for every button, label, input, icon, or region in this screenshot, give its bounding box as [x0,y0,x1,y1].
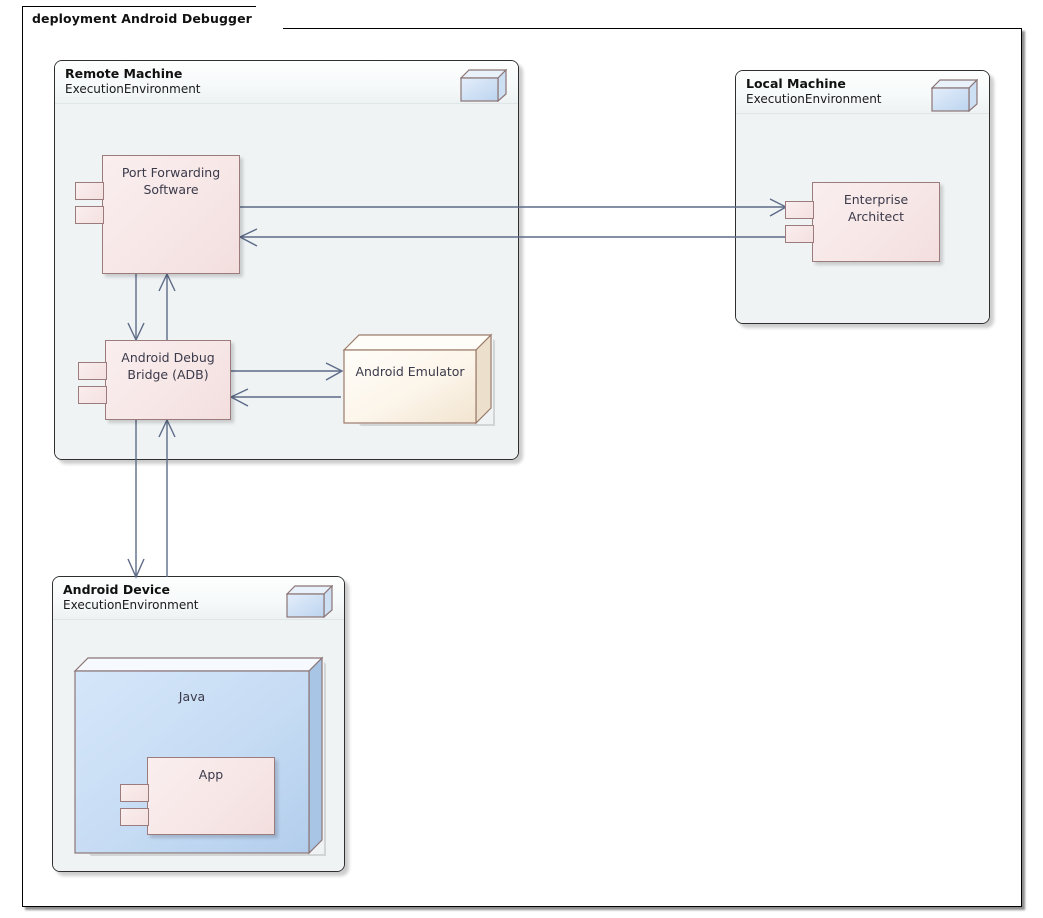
node-local-machine-title: Local Machine [746,76,846,91]
node-local-machine-stereotype: ExecutionEnvironment [746,92,882,106]
node-local-machine[interactable]: Local Machine ExecutionEnvironment [735,70,990,324]
node-local-machine-header: Local Machine ExecutionEnvironment [736,71,989,114]
component-enterprise-architect-label: Enterprise Architect [813,191,939,225]
component-port-lower [78,386,107,404]
component-port-upper [785,201,814,219]
pfs-label-line2: Software [143,182,199,197]
node-cube-icon [285,584,334,619]
node-remote-machine-stereotype: ExecutionEnvironment [65,82,201,96]
artifact-android-emulator[interactable]: Android Emulator [342,333,495,429]
ea-label-line1: Enterprise [843,192,909,207]
node-cube-icon [930,78,979,113]
component-enterprise-architect[interactable]: Enterprise Architect [785,182,940,262]
adb-label-line2: Bridge (ADB) [127,367,209,382]
node-android-device-header: Android Device ExecutionEnvironment [53,577,344,620]
diagram-title-tab[interactable]: deployment Android Debugger [22,6,283,30]
component-port-lower [75,206,104,224]
component-port-forwarding-software-label: Port Forwarding Software [103,164,239,198]
ea-label-line2: Architect [847,209,905,224]
node-android-device-stereotype: ExecutionEnvironment [63,598,199,612]
node-cube-icon [459,68,508,103]
component-port-upper [75,182,104,200]
component-app[interactable]: App [120,757,275,835]
node-remote-machine-title: Remote Machine [65,66,183,81]
node-remote-machine-header: Remote Machine ExecutionEnvironment [55,61,518,104]
node-android-device-title: Android Device [63,582,171,597]
component-app-label: App [198,767,224,782]
component-android-debug-bridge[interactable]: Android Debug Bridge (ADB) [78,340,231,420]
component-port-forwarding-software[interactable]: Port Forwarding Software [75,155,240,274]
diagram-title-label: deployment Android Debugger [32,10,252,26]
component-port-upper [78,362,107,380]
component-port-lower [120,808,149,826]
component-port-upper [120,784,149,802]
tab-notch [255,6,283,30]
component-port-lower [785,225,814,243]
pfs-label-line1: Port Forwarding [121,165,221,180]
component-android-debug-bridge-label: Android Debug Bridge (ADB) [106,349,230,383]
adb-label-line1: Android Debug [121,350,215,365]
